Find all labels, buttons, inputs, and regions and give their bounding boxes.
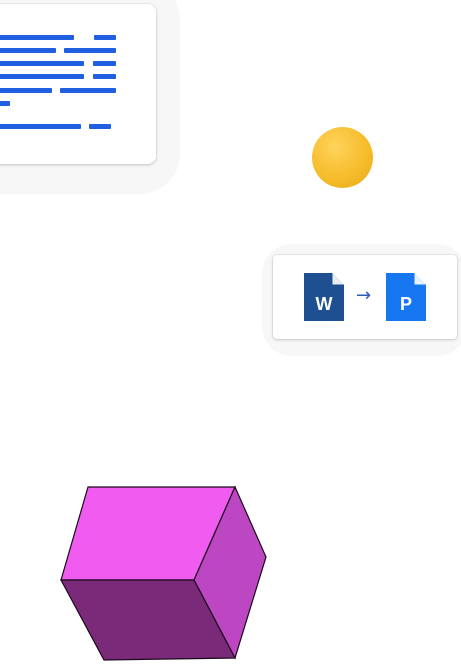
- document-line: [0, 61, 84, 66]
- magenta-cube: [58, 484, 270, 664]
- document-line: [89, 124, 111, 129]
- document-line: [94, 35, 116, 40]
- document-line: [0, 35, 74, 40]
- document-line: [0, 101, 10, 106]
- document-line: [64, 48, 116, 53]
- arrow-right-icon: →: [356, 285, 372, 306]
- word-file-icon: W: [302, 271, 346, 323]
- yellow-sphere: [312, 127, 373, 188]
- pdf-file-icon: P: [384, 271, 428, 323]
- document-line: [60, 88, 116, 93]
- document-line: [0, 124, 81, 129]
- document-line: [93, 61, 116, 66]
- document-line: [0, 88, 52, 93]
- document-card: [0, 4, 156, 164]
- document-line: [93, 74, 116, 79]
- document-line: [0, 48, 56, 53]
- word-to-pdf-card: W → P: [273, 255, 457, 339]
- word-file-letter: W: [315, 294, 333, 314]
- pdf-file-letter: P: [399, 294, 412, 314]
- document-line: [0, 74, 84, 79]
